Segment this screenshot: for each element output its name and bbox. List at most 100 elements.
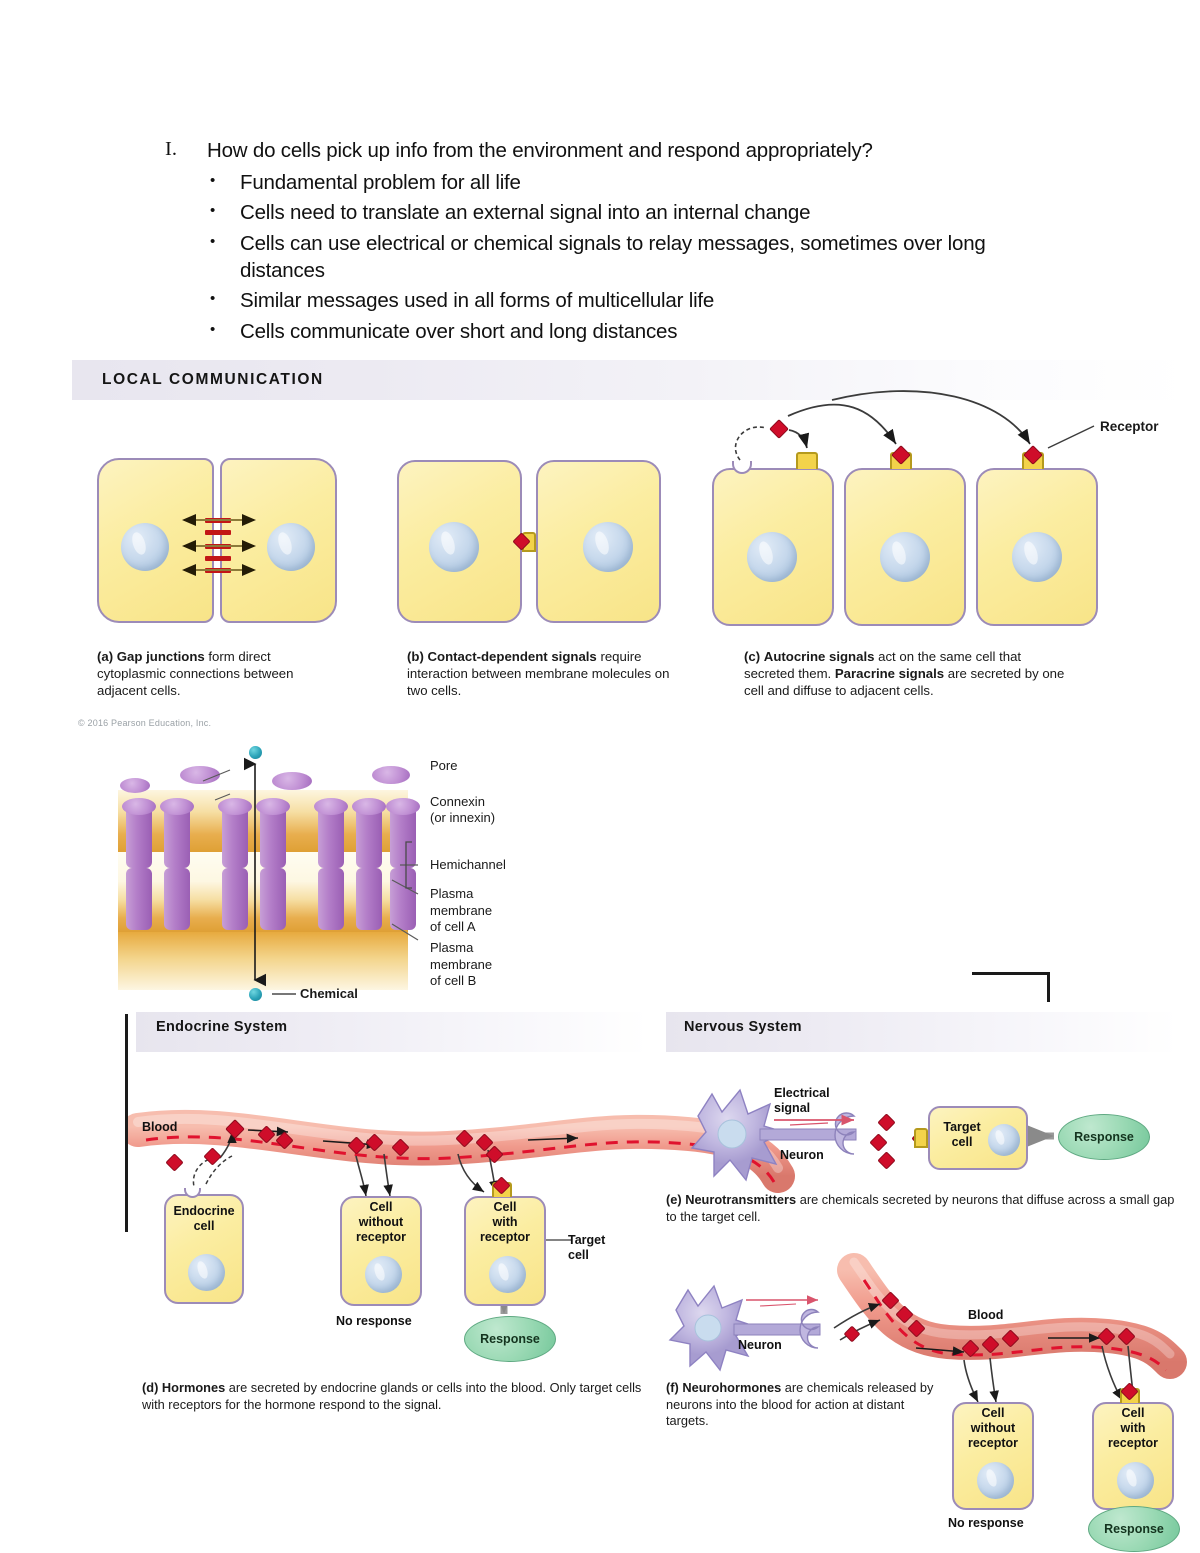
plasma-b-line-2: membrane	[430, 956, 493, 972]
caption-f-bold: Neurohormones	[682, 1380, 782, 1395]
list-item: • Fundamental problem for all life	[210, 169, 1065, 196]
caption-a: (a) Gap junctions form direct cytoplasmi…	[97, 648, 322, 699]
bullet-icon: •	[210, 320, 216, 338]
cell-with-receptor-label-nervous: Cell with receptor	[1092, 1406, 1174, 1450]
response-badge-nervous: Response	[1058, 1114, 1150, 1160]
plasma-b-line-1: Plasma	[430, 940, 474, 955]
bullet-icon: •	[210, 202, 216, 220]
caption-e: (e) Neurotransmitters are chemicals secr…	[666, 1192, 1178, 1225]
response-badge-neurohormone: Response	[1088, 1506, 1180, 1552]
target-cell-label-nervous: Target cell	[934, 1120, 990, 1150]
paracrine-cell-2	[976, 468, 1098, 626]
cell-with-receptor-nervous	[1092, 1402, 1174, 1510]
caption-c-bold-2: Paracrine signals	[834, 666, 945, 682]
outline-heading-text: How do cells pick up info from the envir…	[207, 139, 873, 162]
plasma-membrane-b-label: Plasma membrane of cell B	[430, 940, 492, 990]
target-cell-line-2: cell	[568, 1247, 589, 1262]
with-receptor-line-1: Cell	[493, 1200, 517, 1214]
nucleus	[188, 1254, 225, 1291]
cytoplasm-cell-b	[118, 932, 408, 990]
electrical-signal-line-1: Electrical	[774, 1086, 830, 1100]
endocrine-label-line-2: cell	[193, 1218, 215, 1233]
endocrine-system-band	[136, 1012, 648, 1052]
caption-f-text: are chemicals released by neurons into t…	[666, 1380, 934, 1429]
endocrine-section-bracket	[125, 1014, 128, 1232]
blood-label-nervous: Blood	[968, 1308, 1004, 1322]
nervous-system-title: Nervous System	[684, 1019, 802, 1035]
annotation-bracket-vertical	[1047, 972, 1050, 1002]
figure-long-distance-communication: Endocrine System	[125, 1008, 1188, 1553]
plasma-b-line-3: of cell B	[430, 973, 477, 989]
endocrine-label-line-1: Endocrine	[173, 1204, 235, 1218]
chemical-marker-top	[249, 746, 262, 759]
hemichannel-label: Hemichannel	[430, 857, 506, 872]
no-receptor-line-2: without	[358, 1214, 404, 1229]
neuron-label-e: Neuron	[780, 1148, 824, 1162]
autocrine-cell	[712, 468, 834, 626]
caption-d-text: are secreted by endocrine glands or cell…	[142, 1380, 642, 1412]
list-item-label: Similar messages used in all forms of mu…	[240, 289, 715, 313]
nucleus	[747, 532, 797, 582]
list-item-label: Fundamental problem for all life	[240, 170, 521, 194]
no-receptor-f-line-1: Cell	[981, 1406, 1005, 1420]
paracrine-cell-1	[844, 468, 966, 626]
nucleus	[1012, 532, 1062, 582]
nucleus	[429, 522, 479, 572]
outline-bullet-list: • Fundamental problem for all life • Cel…	[210, 169, 1065, 345]
nucleus	[267, 523, 315, 571]
nucleus	[988, 1124, 1020, 1156]
plasma-a-line-1: Plasma	[430, 886, 474, 901]
receptor-icon	[914, 1128, 928, 1148]
signal-molecule-icon	[769, 419, 789, 439]
target-cell-label-endocrine: Target cell	[568, 1233, 628, 1263]
list-item-label: Cells need to translate an external sign…	[240, 201, 811, 225]
endocrine-cell-label: Endocrine cell	[164, 1204, 244, 1234]
nucleus	[365, 1256, 402, 1293]
target-cell-nervous-line-1: Target	[943, 1120, 981, 1134]
target-cell-nervous	[928, 1106, 1028, 1170]
caption-e-label: (e)	[666, 1192, 682, 1207]
list-item-label: Cells can use electrical or chemical sig…	[240, 231, 986, 282]
connexin-label: Connexin	[430, 794, 485, 809]
no-response-label-endocrine: No response	[336, 1314, 412, 1328]
nucleus	[880, 532, 930, 582]
secretion-pore-endocrine	[184, 1188, 201, 1198]
chemical-marker-bottom	[249, 988, 262, 1001]
outline-heading-row: I. How do cells pick up info from the en…	[165, 138, 1065, 165]
caption-c-mid: act on the same cell that secreted them.	[744, 649, 1022, 682]
caption-d: (d) Hormones are secreted by endocrine g…	[142, 1380, 652, 1413]
caption-a-text: form direct cytoplasmic connections betw…	[97, 649, 294, 699]
no-receptor-line-1: Cell	[369, 1200, 393, 1214]
response-badge-endocrine: Response	[464, 1316, 556, 1362]
cell-without-receptor-endocrine	[340, 1196, 422, 1306]
plasma-a-line-3: of cell A	[430, 919, 476, 935]
outline-notes: I. How do cells pick up info from the en…	[165, 138, 1065, 348]
chemical-label: Chemical	[300, 986, 358, 1001]
caption-c-bold-1: Autocrine signals	[763, 649, 875, 664]
with-receptor-f-line-1: Cell	[1121, 1406, 1145, 1420]
caption-b-bold: Contact-dependent signals	[427, 649, 597, 664]
connexin-label-alt: (or innexin)	[430, 810, 496, 825]
neuron-label-f: Neuron	[738, 1338, 782, 1352]
list-item: • Cells need to translate an external si…	[210, 199, 1065, 226]
bullet-icon: •	[210, 171, 216, 189]
endocrine-system-title: Endocrine System	[156, 1019, 288, 1035]
cell-without-receptor-nervous	[952, 1402, 1034, 1510]
annotation-bracket-horizontal	[972, 972, 1050, 975]
nucleus	[583, 522, 633, 572]
no-receptor-line-3: receptor	[355, 1229, 407, 1244]
caption-e-text: are chemicals secreted by neurons that d…	[666, 1192, 1175, 1224]
cell-without-receptor-label-endocrine: Cell without receptor	[340, 1200, 422, 1244]
figure-local-communication: LOCAL COMMUNICATION	[72, 360, 1190, 745]
target-cell-nervous-line-2: cell	[951, 1134, 973, 1149]
cell-without-receptor-label-nervous: Cell without receptor	[952, 1406, 1034, 1450]
contact-dependent-cell-right	[536, 460, 661, 623]
cell-with-receptor-label-endocrine: Cell with receptor	[464, 1200, 546, 1244]
figure-gap-junction-detail: Pore Connexin (or innexin) Hemichannel P…	[100, 746, 620, 1007]
caption-e-bold: Neurotransmitters	[685, 1192, 797, 1207]
gap-junction-cell-right	[220, 458, 337, 623]
list-item: • Cells can use electrical or chemical s…	[210, 230, 1065, 284]
copyright-notice: © 2016 Pearson Education, Inc.	[78, 718, 212, 728]
endocrine-cell	[164, 1194, 244, 1304]
